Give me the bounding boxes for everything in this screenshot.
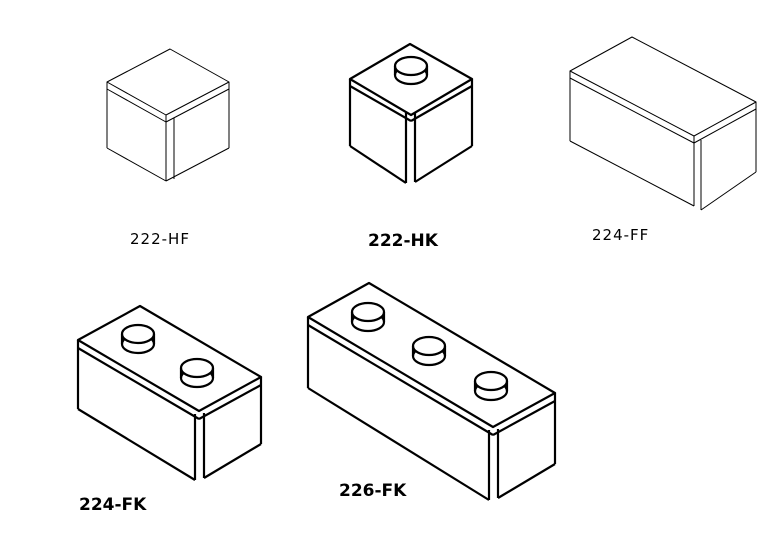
stud [179, 357, 215, 389]
stud [350, 301, 386, 333]
label-222-hk: 222-HK [368, 231, 439, 251]
block-224-fk [76, 304, 263, 481]
stud [411, 335, 447, 367]
label-226-fk: 226-FK [339, 481, 407, 501]
block-224-ff [569, 36, 757, 211]
label-224-fk: 224-FK [79, 495, 147, 515]
stud [393, 55, 429, 86]
label-224-ff: 224-FF [592, 226, 649, 244]
block-222-hf [106, 48, 230, 182]
block-226-fk [306, 281, 557, 501]
label-222-hf: 222-HF [130, 230, 190, 248]
stud [473, 370, 509, 402]
block-222-hk [348, 42, 474, 184]
stud [120, 323, 156, 355]
